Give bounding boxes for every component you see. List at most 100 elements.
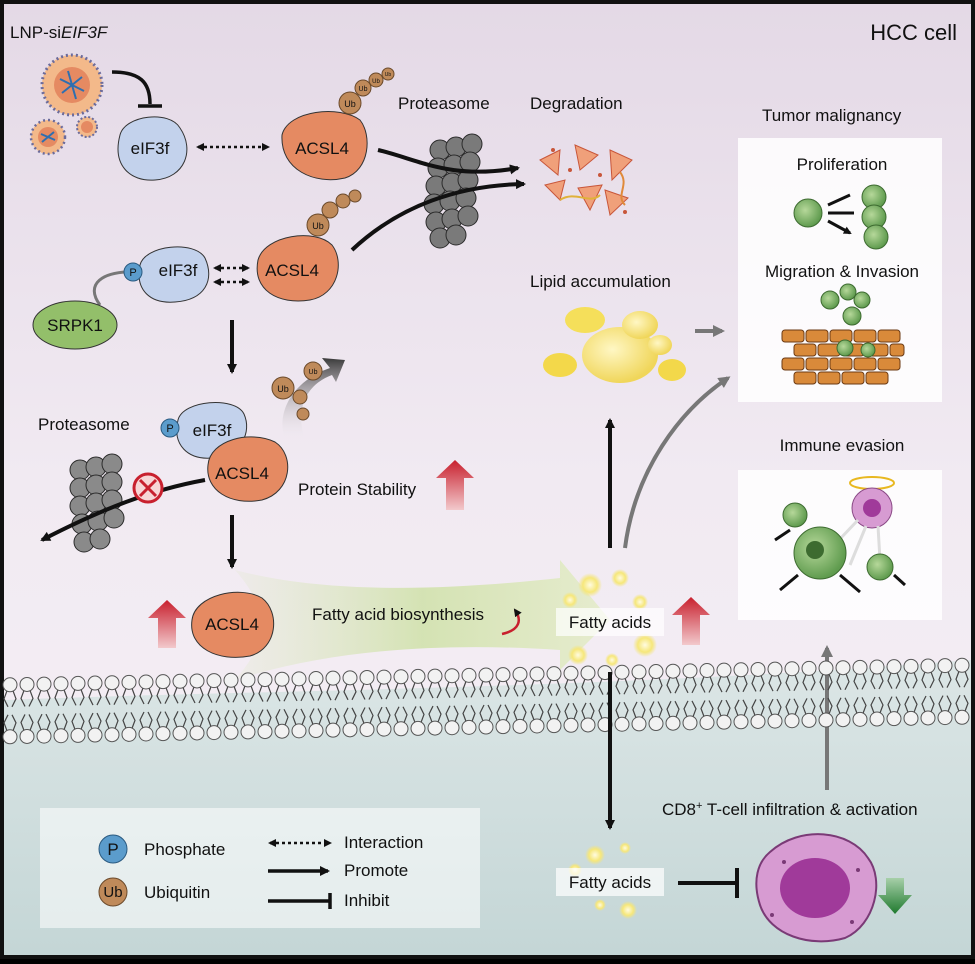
lipid-head (852, 711, 868, 727)
lipid-head (189, 673, 205, 689)
lipid-tail (224, 686, 238, 703)
svg-text:Ub: Ub (372, 79, 380, 85)
lipid-tail (479, 680, 493, 698)
lipid-tail (224, 709, 238, 727)
lipid-head (342, 722, 358, 738)
lipid-tail (564, 679, 578, 696)
legend-phosphate: P Phosphate (98, 834, 225, 864)
svg-text:Ub: Ub (312, 221, 324, 231)
lipid-head (699, 662, 715, 678)
lipid-head (36, 728, 52, 744)
lipid-head (376, 669, 392, 685)
lipid-head (240, 672, 256, 688)
lipid-tail (649, 677, 663, 694)
migration-invasion-icon (781, 283, 905, 385)
legend-inhibit-label: Inhibit (344, 891, 390, 910)
legend-ubiquitin-label: Ubiquitin (144, 883, 210, 902)
lipid-tail (717, 675, 731, 693)
lipid-head (257, 672, 273, 688)
lipid-tail (700, 676, 714, 693)
lipid-head (376, 721, 392, 737)
acsl4-up-arrow (148, 600, 186, 648)
lipid-tail (819, 673, 833, 691)
lipid-tail (326, 707, 340, 725)
lipid-head (189, 725, 205, 741)
lnp-particles (29, 53, 104, 156)
lipid-head (87, 727, 103, 743)
eif3f-protein-top: eIF3f (117, 116, 188, 181)
lipid-head (427, 720, 443, 736)
lipid-head (2, 677, 18, 693)
degradation-label: Degradation (530, 94, 623, 113)
lipid-head (87, 675, 103, 691)
lipid-head (682, 715, 698, 731)
lipid-head (733, 714, 749, 730)
lipid-tail (836, 697, 850, 714)
lipid-tail (360, 707, 374, 724)
eif3f-label-bottom: eIF3f (193, 421, 232, 440)
acsl4-label-final: ACSL4 (205, 615, 259, 634)
lipid-head (104, 727, 120, 743)
lipid-head (121, 726, 137, 742)
acsl4-protein-bottom: ACSL4 (207, 436, 289, 502)
lipid-head (580, 717, 596, 733)
lipid-tail (530, 703, 544, 721)
legend-promote: Promote (268, 861, 408, 880)
lipid-tail (496, 704, 510, 721)
lipid-head (767, 661, 783, 677)
lipid-head (733, 662, 749, 678)
lipid-head (427, 668, 443, 684)
lipid-tail (513, 680, 527, 697)
lipid-tail (343, 707, 357, 725)
lipid-head (155, 674, 171, 690)
lipid-tail (360, 683, 374, 700)
acsl4-protein-top: ACSL4 (281, 111, 368, 181)
svg-text:Ub: Ub (385, 72, 392, 78)
lipid-head (869, 711, 885, 727)
lipid-head (444, 720, 460, 736)
lipid-tail (887, 672, 901, 689)
lipid-head (410, 720, 426, 736)
lipid-head (274, 723, 290, 739)
lipid-tail (683, 700, 697, 718)
lipid-head (835, 660, 851, 676)
lipid-tail (870, 696, 884, 714)
lipid-tail (156, 687, 170, 704)
tcell-down-arrow (878, 878, 912, 914)
lipid-head (172, 725, 188, 741)
proliferation-icon (793, 184, 889, 250)
proteasome-label-bottom: Proteasome (38, 415, 130, 434)
srpk1-protein: SRPK1 (32, 300, 118, 350)
lipid-droplets-icon (543, 307, 686, 383)
lipid-tail (734, 699, 748, 717)
phosphate-mid: P (123, 262, 143, 282)
lipid-tail (241, 709, 255, 727)
lipid-tail (88, 688, 102, 706)
lipid-accumulation-label: Lipid accumulation (530, 272, 671, 291)
lipid-head (342, 670, 358, 686)
lipid-head (155, 726, 171, 742)
lipid-head (104, 675, 120, 691)
lipid-head (206, 673, 222, 689)
lipid-head (19, 676, 35, 692)
lipid-tail (173, 711, 187, 728)
lipid-tail (921, 671, 935, 689)
lipid-tail (581, 702, 595, 720)
lipid-tail (258, 709, 272, 726)
lipid-tail (462, 705, 476, 722)
fatty-acids-label-outer: Fatty acids (569, 873, 651, 892)
lipid-head (818, 660, 834, 676)
lipid-tail (275, 708, 289, 726)
lipid-head (614, 664, 630, 680)
proteasome-label-top: Proteasome (398, 94, 490, 113)
lipid-head (495, 667, 511, 683)
lipid-head (325, 722, 341, 738)
lipid-tail (938, 695, 952, 712)
lipid-head (70, 727, 86, 743)
lipid-head (529, 666, 545, 682)
lipid-head (716, 662, 732, 678)
lipid-tail (394, 706, 408, 723)
acsl4-label-bottom: ACSL4 (215, 464, 269, 483)
lipid-tail (547, 679, 561, 696)
lipid-tail (3, 714, 17, 732)
